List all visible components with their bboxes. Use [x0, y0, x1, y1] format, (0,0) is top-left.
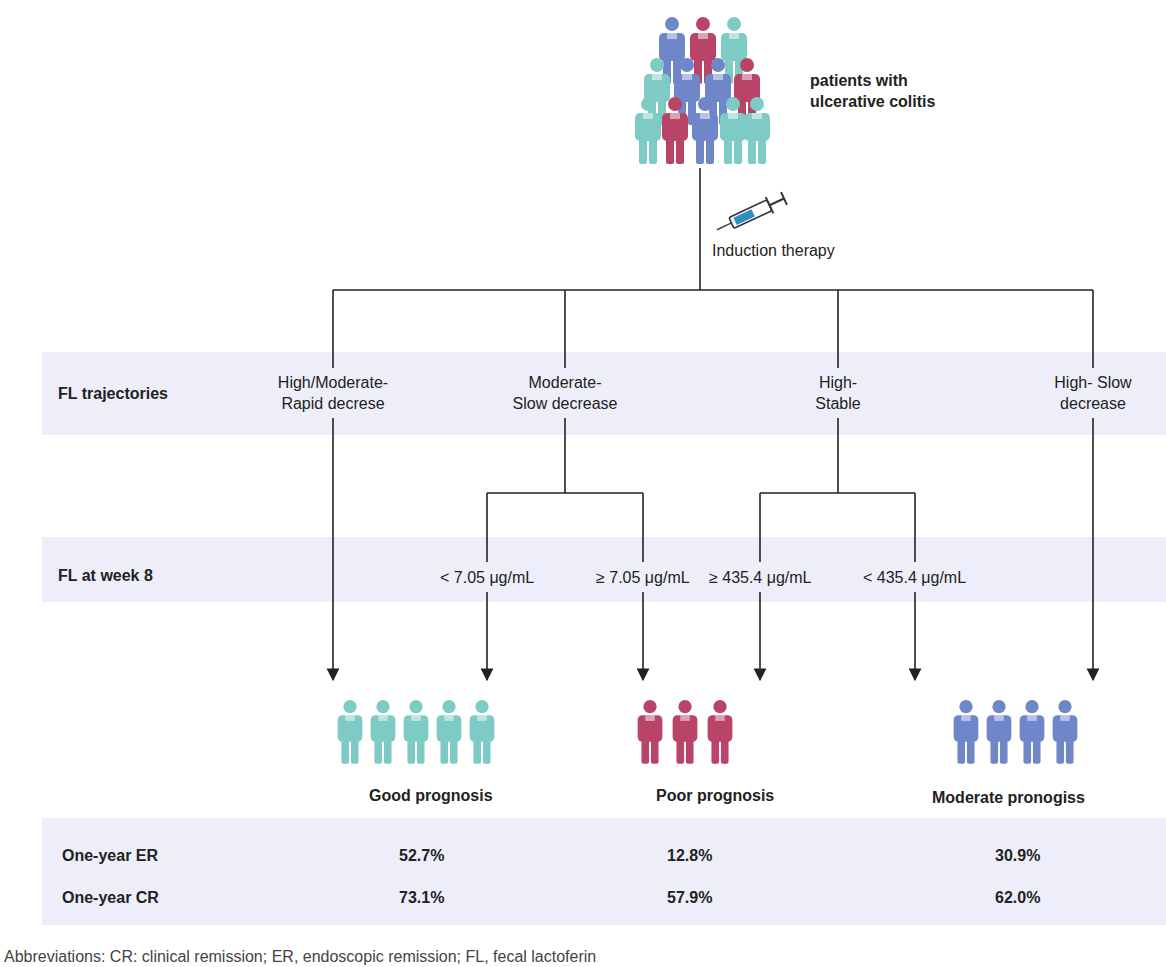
- person-icon: [404, 700, 429, 764]
- caption: Abbreviations: CR: clinical remission; E…: [4, 946, 596, 967]
- row-header: FL at week 8: [58, 565, 153, 586]
- cell-text: 57.9%: [667, 887, 712, 908]
- person-icon: [987, 700, 1012, 764]
- person-icon: [662, 97, 688, 164]
- person-icon: [720, 97, 746, 164]
- row-header: One-year CR: [62, 887, 159, 908]
- cell-text: 30.9%: [995, 845, 1040, 866]
- cell-text: High/Moderate- Rapid decrese: [263, 372, 403, 414]
- row-header: FL trajectories: [58, 383, 168, 404]
- step-label: Induction therapy: [712, 240, 835, 261]
- result-table-band: One-year ER 52.7% 12.8% 30.9% One-year CR 73.…: [42, 818, 1166, 925]
- person-icon: [470, 700, 495, 764]
- person-icon: [638, 700, 663, 764]
- outcome-label: Good prognosis: [369, 785, 493, 806]
- cell-text: < 7.05 μg/mL: [440, 567, 534, 588]
- cell-text: 73.1%: [399, 887, 444, 908]
- threshold-band: FL at week 8 < 7.05 μg/mL ≥ 7.05 μg/mL ≥ 43…: [42, 537, 1166, 602]
- row-header: One-year ER: [62, 845, 158, 866]
- trajectory-band: FL trajectories High/Moderate- Rapid decr…: [42, 352, 1166, 435]
- cell-text: < 435.4 μg/mL: [863, 567, 966, 588]
- person-icon: [690, 17, 716, 84]
- syringe-icon: [713, 190, 788, 238]
- cell-text: High- Slow decrease: [1034, 372, 1152, 414]
- person-icon: [721, 17, 747, 84]
- person-icon: [744, 97, 770, 164]
- cell-text: ≥ 7.05 μg/mL: [596, 567, 690, 588]
- cell-text: 52.7%: [399, 845, 444, 866]
- person-icon: [708, 700, 733, 764]
- person-icon: [371, 700, 396, 764]
- person-icon: [692, 97, 718, 164]
- outcome-label: Moderate pronogiss: [932, 787, 1085, 808]
- cell-text: 12.8%: [667, 845, 712, 866]
- person-icon: [734, 58, 760, 125]
- cell-text: Moderate- Slow decrease: [510, 372, 620, 414]
- person-icon: [705, 58, 731, 125]
- person-icon: [1020, 700, 1045, 764]
- person-icon: [644, 58, 670, 125]
- person-icon: [338, 700, 363, 764]
- cell-text: High- Stable: [808, 372, 868, 414]
- outcome-label: Poor prognosis: [656, 785, 774, 806]
- cell-text: 62.0%: [995, 887, 1040, 908]
- person-icon: [1053, 700, 1078, 764]
- person-icon: [635, 97, 661, 164]
- person-icon: [954, 700, 979, 764]
- cell-text: ≥ 435.4 μg/mL: [709, 567, 812, 588]
- person-icon: [674, 58, 700, 125]
- person-icon: [437, 700, 462, 764]
- person-icon: [673, 700, 698, 764]
- person-icon: [659, 17, 685, 84]
- group-label: patients with ulcerative colitis: [810, 70, 960, 112]
